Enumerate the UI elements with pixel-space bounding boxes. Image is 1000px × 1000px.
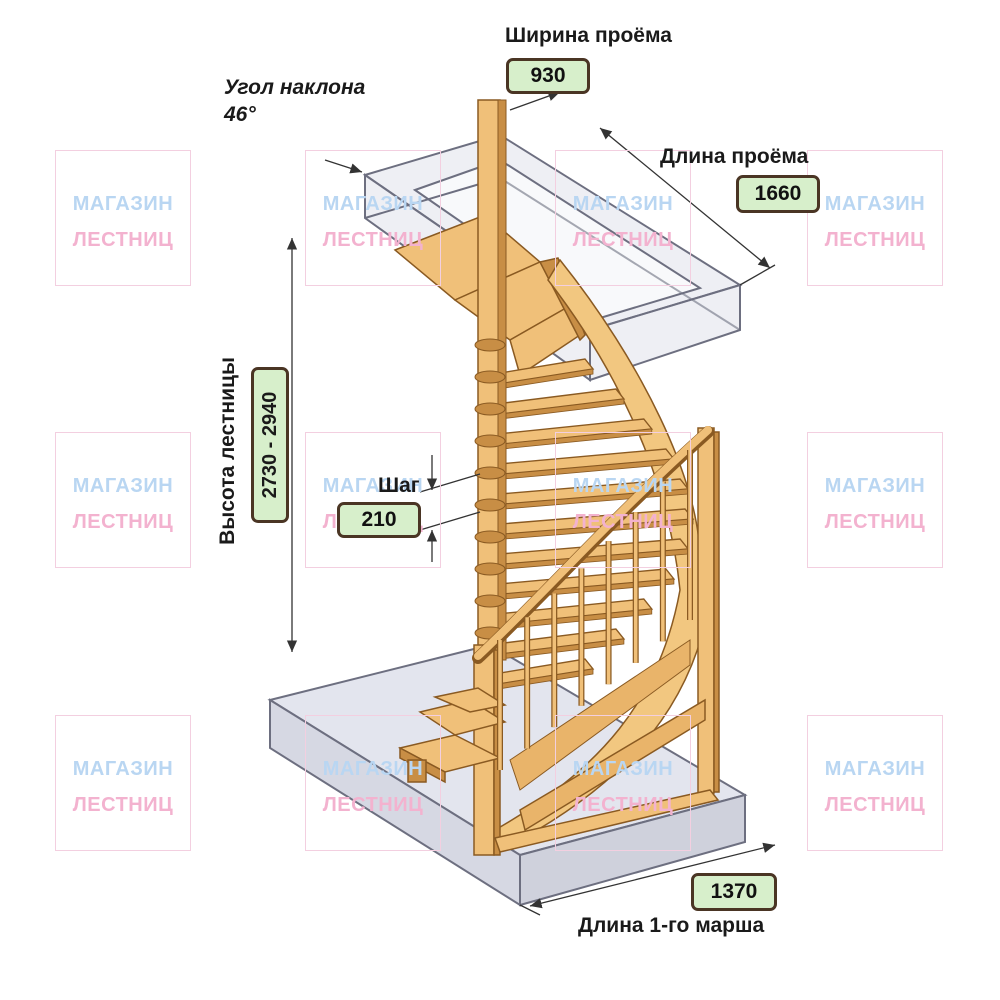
watermark-line-1: МАГАЗИН (572, 758, 674, 780)
stair-height-badge: 2730 - 2940 (251, 367, 289, 523)
watermark-tile: МАГАЗИН ЛЕСТНИЦ (555, 432, 691, 568)
watermark-line-1: МАГАЗИН (824, 475, 926, 497)
watermark-line-1: МАГАЗИН (824, 193, 926, 215)
opening-width-badge: 930 (506, 58, 590, 94)
post-ring (474, 498, 506, 512)
watermark-line-1: МАГАЗИН (572, 475, 674, 497)
watermark-line-2: ЛЕСТНИЦ (72, 511, 174, 533)
watermark-tile: МАГАЗИН ЛЕСТНИЦ (55, 150, 191, 286)
slope-value: 46° (224, 103, 256, 126)
watermark-line-1: МАГАЗИН (72, 475, 174, 497)
watermark-line-2: ЛЕСТНИЦ (824, 794, 926, 816)
watermark-line-1: МАГАЗИН (322, 475, 424, 497)
post-rings (474, 338, 506, 640)
post-ring (474, 402, 506, 416)
watermark-tile: МАГАЗИН ЛЕСТНИЦ (807, 150, 943, 286)
watermark-line-2: ЛЕСТНИЦ (322, 229, 424, 251)
watermark-tile: МАГАЗИН ЛЕСТНИЦ (55, 715, 191, 851)
watermark-line-2: ЛЕСТНИЦ (572, 794, 674, 816)
post-ring (474, 594, 506, 608)
watermark-line-1: МАГАЗИН (72, 193, 174, 215)
post-ring (474, 370, 506, 384)
post-ring (474, 530, 506, 544)
step-label: Шаг (378, 474, 420, 497)
watermark-line-1: МАГАЗИН (824, 758, 926, 780)
stair-height-label: Высота лестницы (216, 357, 239, 545)
post-ring (474, 466, 506, 480)
watermark-line-2: ЛЕСТНИЦ (572, 511, 674, 533)
post-ring (474, 434, 506, 448)
post-ring (474, 562, 506, 576)
watermark-line-1: МАГАЗИН (572, 193, 674, 215)
watermark-line-2: ЛЕСТНИЦ (824, 511, 926, 533)
watermark-tile: МАГАЗИН ЛЕСТНИЦ (55, 432, 191, 568)
slope-title: Угол наклона (224, 76, 366, 99)
watermark-line-2: ЛЕСТНИЦ (72, 794, 174, 816)
watermark-line-2: ЛЕСТНИЦ (72, 229, 174, 251)
opening-width-label: Ширина проёма (505, 24, 672, 47)
first-flight-length-label: Длина 1-го марша (578, 914, 765, 937)
first-flight-steps (397, 687, 507, 784)
first-flight-length-badge: 1370 (691, 873, 777, 911)
watermark-tile: МАГАЗИН ЛЕСТНИЦ (305, 150, 441, 286)
handrail (472, 426, 714, 664)
post-ring (474, 338, 506, 352)
watermark-tile: МАГАЗИН ЛЕСТНИЦ (807, 432, 943, 568)
opening-length-badge: 1660 (736, 175, 820, 213)
watermark-line-2: ЛЕСТНИЦ (824, 229, 926, 251)
watermark-line-1: МАГАЗИН (72, 758, 174, 780)
watermark-tile: МАГАЗИН ЛЕСТНИЦ (555, 150, 691, 286)
watermark-line-2: ЛЕСТНИЦ (322, 794, 424, 816)
watermark-line-2: ЛЕСТНИЦ (572, 229, 674, 251)
opening-length-label: Длина проёма (660, 145, 809, 168)
step-badge: 210 (337, 502, 421, 538)
dimension-lines (286, 91, 776, 916)
watermark-tile: МАГАЗИН ЛЕСТНИЦ (555, 715, 691, 851)
watermark-line-1: МАГАЗИН (322, 193, 424, 215)
watermark-tile: МАГАЗИН ЛЕСТНИЦ (305, 715, 441, 851)
slope-label: Угол наклона 46° (224, 74, 365, 128)
watermark-tile: МАГАЗИН ЛЕСТНИЦ (807, 715, 943, 851)
watermark-line-1: МАГАЗИН (322, 758, 424, 780)
